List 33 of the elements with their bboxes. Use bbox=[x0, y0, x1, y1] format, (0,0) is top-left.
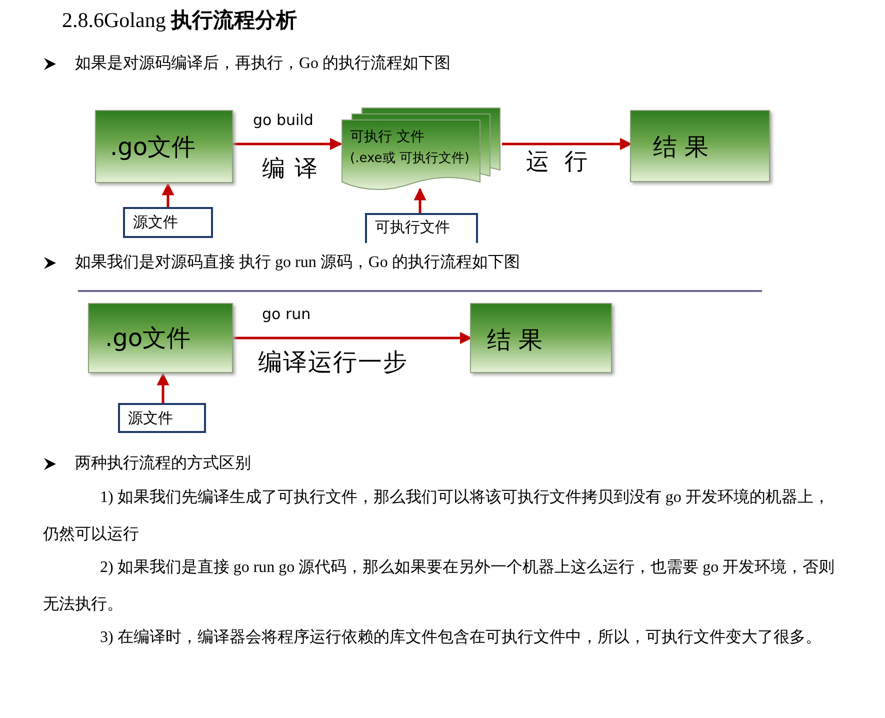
arrow bbox=[414, 188, 426, 213]
node-label: 源文件 bbox=[133, 213, 178, 232]
paragraph: 1) 如果我们先编译生成了可执行文件，那么我们可以将该可执行文件拷贝到没有 go 开发环境的机器上，仍然可以运行 bbox=[43, 488, 830, 545]
arrow bbox=[233, 332, 472, 344]
paragraph: 2) 如果我们是直接 go run go 源代码，那么如果要在另外一个机器上这么运行，也需要 go 开发环境，否则无法执行。 bbox=[43, 558, 836, 615]
bullet-text: 如果是对源码编译后，再执行，Go 的执行流程如下图 bbox=[75, 54, 451, 74]
text-box bbox=[123, 207, 213, 238]
document-box bbox=[95, 110, 233, 183]
text-box bbox=[118, 403, 206, 433]
arrow bbox=[233, 138, 342, 150]
bullet-text: 如果我们是对源码直接 执行 go run 源码，Go 的执行流程如下图 bbox=[75, 252, 520, 273]
arrow bbox=[156, 372, 170, 403]
node-label: 结 果 bbox=[653, 132, 709, 163]
node-label: (.exe或 可执行文件) bbox=[350, 150, 470, 167]
node-label: 可执行 文件 bbox=[350, 128, 424, 146]
node-label: 可执行文件 bbox=[375, 218, 450, 237]
document-box bbox=[470, 303, 612, 373]
diagram-label: 编 译 bbox=[262, 155, 318, 184]
node-label: .go文件 bbox=[110, 132, 196, 163]
paragraph: 3) 在编译时，编译器会将程序运行依赖的库文件包含在可执行文件中，所以，可执行文件变大了很多。 bbox=[99, 628, 822, 648]
heading: 2.8.6Golang 执行流程分析 bbox=[62, 7, 298, 34]
document-stack bbox=[340, 108, 502, 188]
bullet-text: 两种执行流程的方式区别 bbox=[75, 454, 251, 474]
text-box bbox=[365, 213, 478, 243]
arrow bbox=[502, 138, 632, 150]
document-box bbox=[630, 110, 770, 182]
document-box bbox=[88, 303, 233, 373]
diagram-label: 编译运行一步 bbox=[258, 347, 408, 378]
node-label: 结 果 bbox=[487, 325, 543, 356]
node-label: 源文件 bbox=[128, 409, 173, 428]
node-label: .go文件 bbox=[105, 323, 191, 354]
edge-label: go build bbox=[253, 111, 314, 129]
arrow bbox=[162, 182, 174, 207]
